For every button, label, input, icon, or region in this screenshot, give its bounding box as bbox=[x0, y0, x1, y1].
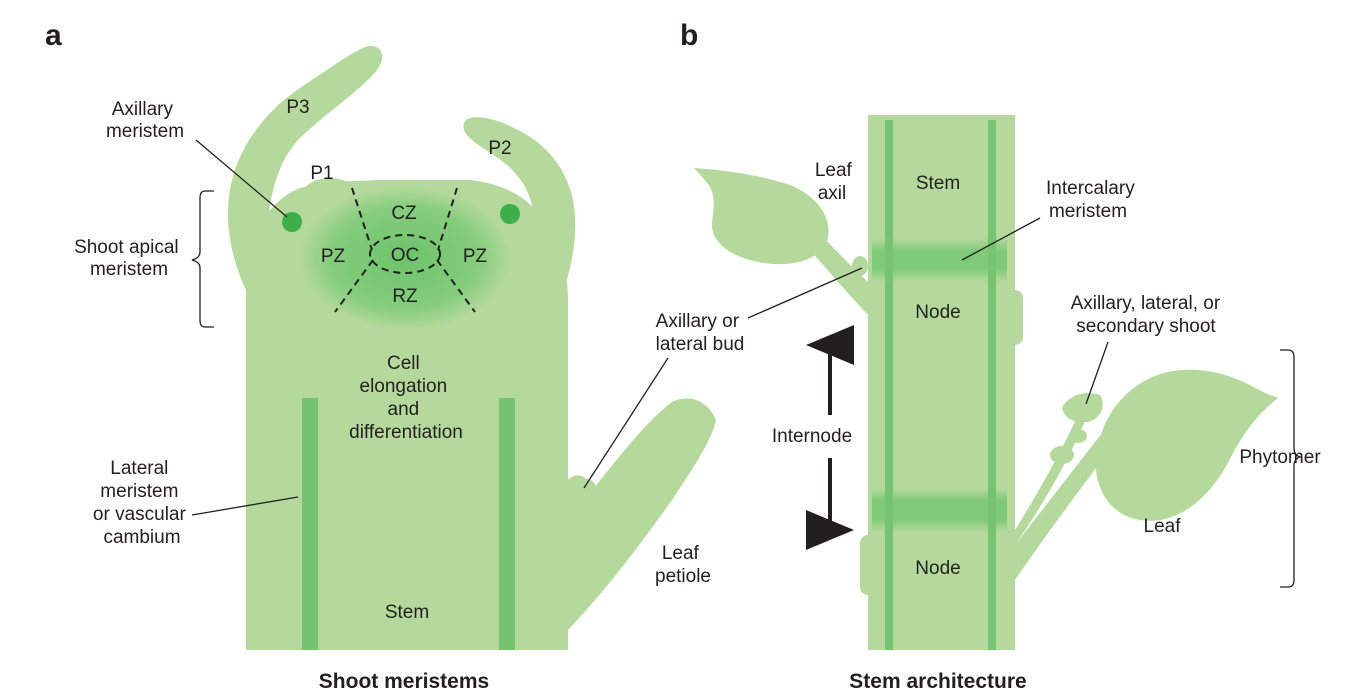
label-oc: OC bbox=[391, 245, 420, 266]
label-axillary-bud: Axillary or lateral bud bbox=[656, 311, 745, 355]
panel-b-letter: b bbox=[680, 19, 698, 52]
label-stem-a: Stem bbox=[385, 602, 429, 623]
label-p3: P3 bbox=[286, 97, 309, 118]
axillary-bud-a bbox=[568, 478, 596, 498]
label-rz: RZ bbox=[392, 286, 418, 307]
sam-bracket bbox=[191, 190, 214, 328]
caption-shoot-meristems: Shoot meristems bbox=[319, 670, 489, 693]
zone-boundaries bbox=[334, 187, 476, 313]
label-leaf-axil: Leaf axil bbox=[815, 160, 857, 204]
leaf-axil-bud bbox=[852, 256, 868, 276]
axillary-shoot-leaf-1 bbox=[1050, 446, 1074, 464]
intercalary-meristem-leader bbox=[961, 217, 1041, 261]
intercalary-band-bottom bbox=[872, 488, 1007, 532]
label-cz: CZ bbox=[391, 203, 417, 224]
axillary-shoot-tip bbox=[1062, 393, 1103, 423]
label-pz-right: PZ bbox=[463, 246, 488, 267]
panel-a-letter: a bbox=[45, 19, 62, 52]
caption-stem-architecture: Stem architecture bbox=[849, 670, 1026, 693]
label-internode: Internode bbox=[772, 426, 852, 447]
phytomer-bracket bbox=[1280, 349, 1303, 588]
vascular-strand-left bbox=[302, 398, 318, 650]
axillary-shoot-stalk bbox=[1015, 410, 1088, 545]
label-node-top: Node bbox=[915, 302, 960, 323]
label-intercalary-meristem: Intercalary meristem bbox=[1046, 178, 1140, 222]
label-stem-b: Stem bbox=[916, 173, 960, 194]
axillary-meristem-leader bbox=[195, 139, 288, 218]
label-axillary-meristem: Axillary meristem bbox=[106, 99, 184, 142]
label-pz-left: PZ bbox=[321, 246, 346, 267]
lower-leaf-blade bbox=[1095, 369, 1278, 521]
label-cell-elongation: Cell elongation and differentiation bbox=[349, 353, 463, 443]
node-bulge-bottom-left bbox=[860, 535, 878, 595]
vascular-strand-b-right bbox=[988, 120, 996, 650]
axillary-bud-leader bbox=[583, 357, 669, 489]
label-leaf: Leaf bbox=[1144, 516, 1182, 537]
node-bulge-top-right bbox=[1005, 290, 1023, 345]
vascular-strand-right bbox=[499, 398, 515, 650]
label-phytomer: Phytomer bbox=[1239, 447, 1321, 468]
axillary-meristem-dot-right bbox=[500, 204, 520, 224]
label-p1: P1 bbox=[310, 163, 333, 184]
label-node-bottom: Node bbox=[915, 558, 960, 579]
upper-leaf-blade bbox=[694, 168, 829, 265]
leaf-petiole bbox=[568, 398, 716, 630]
axillary-shoot-leaf-2 bbox=[1069, 429, 1087, 443]
label-axillary-shoot: Axillary, lateral, or secondary shoot bbox=[1071, 293, 1226, 337]
label-lateral-meristem: Lateral meristem or vascular cambium bbox=[93, 458, 191, 548]
meristem-zone-field bbox=[299, 186, 511, 330]
intercalary-band-top bbox=[872, 238, 1007, 282]
panel-b: b Leaf axil bbox=[680, 19, 1321, 693]
vascular-strand-b-left bbox=[885, 120, 893, 650]
axillary-shoot-leader bbox=[1085, 341, 1109, 405]
label-p2: P2 bbox=[488, 138, 511, 159]
label-leaf-petiole: Leaf petiole bbox=[655, 543, 711, 587]
lateral-meristem-leader bbox=[191, 496, 299, 516]
axillary-bud-b-leader bbox=[747, 267, 863, 319]
label-shoot-apical-meristem: Shoot apical meristem bbox=[74, 237, 184, 280]
panel-a: a P3 bbox=[45, 19, 744, 693]
